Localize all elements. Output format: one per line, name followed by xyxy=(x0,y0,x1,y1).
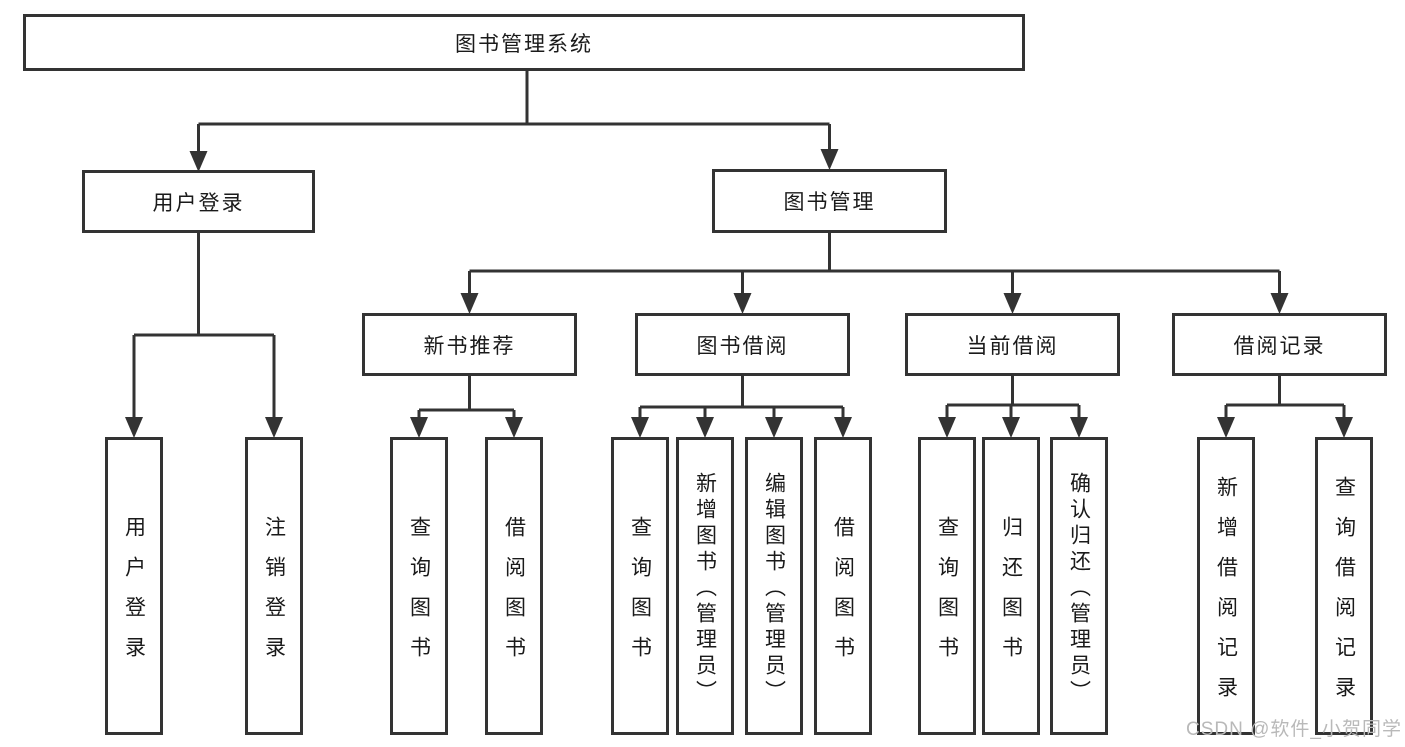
connector-book-mgmt xyxy=(468,231,1281,295)
leaf-user-login: 用户登录 xyxy=(105,437,163,735)
leaf-bb-borrow-books: 借阅图书 xyxy=(814,437,872,735)
node-book-borrow: 图书借阅 xyxy=(635,313,850,376)
leaf-br-query-record: 查询借阅记录 xyxy=(1315,437,1373,735)
leaf-cb-query-books-label: 查询图书 xyxy=(935,515,959,676)
leaf-bb-add-books-admin-label: 新增图书（管理员） xyxy=(693,471,717,706)
node-new-book-rec-label: 新书推荐 xyxy=(423,334,516,358)
leaf-logout-label: 注销登录 xyxy=(262,515,286,676)
leaf-cb-confirm-return-admin-label: 确认归还（管理员） xyxy=(1067,471,1091,706)
arrowheads xyxy=(125,149,1353,438)
leaf-bb-borrow-books-label: 借阅图书 xyxy=(831,515,855,676)
node-current-borrow: 当前借阅 xyxy=(905,313,1120,376)
connector-root xyxy=(197,69,831,153)
node-borrow-records-label: 借阅记录 xyxy=(1233,334,1326,358)
node-borrow-records: 借阅记录 xyxy=(1172,313,1387,376)
connector-book-borrow xyxy=(638,374,845,419)
leaf-cb-return-books-label: 归还图书 xyxy=(999,515,1023,676)
leaf-bb-query-books: 查询图书 xyxy=(611,437,669,735)
leaf-bb-query-books-label: 查询图书 xyxy=(628,515,652,676)
node-root-label: 图书管理系统 xyxy=(455,32,593,56)
leaf-bb-edit-books-admin-label: 编辑图书（管理员） xyxy=(762,471,786,706)
connector-current-borrow xyxy=(945,374,1081,419)
node-new-book-rec: 新书推荐 xyxy=(362,313,577,376)
csdn-watermark: CSDN @软件_小贺同学 xyxy=(1186,719,1402,740)
node-book-mgmt-label: 图书管理 xyxy=(783,191,876,214)
leaf-nbr-query-books-label: 查询图书 xyxy=(407,515,431,676)
leaf-logout: 注销登录 xyxy=(245,437,303,735)
node-book-mgmt: 图书管理 xyxy=(712,169,947,233)
leaf-br-add-record-label: 新增借阅记录 xyxy=(1214,475,1238,716)
connector-borrow-records xyxy=(1224,374,1346,419)
leaf-br-query-record-label: 查询借阅记录 xyxy=(1332,475,1356,716)
node-root: 图书管理系统 xyxy=(23,14,1025,71)
leaf-br-add-record: 新增借阅记录 xyxy=(1197,437,1255,735)
leaf-cb-return-books: 归还图书 xyxy=(982,437,1040,735)
leaf-bb-edit-books-admin: 编辑图书（管理员） xyxy=(745,437,803,735)
leaf-bb-add-books-admin: 新增图书（管理员） xyxy=(676,437,734,735)
leaf-nbr-borrow-books-label: 借阅图书 xyxy=(502,515,526,676)
node-user-login-label: 用户登录 xyxy=(152,191,245,215)
node-current-borrow-label: 当前借阅 xyxy=(966,334,1059,358)
connector-user-login xyxy=(132,231,276,419)
leaf-nbr-query-books: 查询图书 xyxy=(390,437,448,735)
leaf-cb-confirm-return-admin: 确认归还（管理员） xyxy=(1050,437,1108,735)
leaf-user-login-label: 用户登录 xyxy=(122,515,146,676)
node-book-borrow-label: 图书借阅 xyxy=(696,334,789,358)
leaf-cb-query-books: 查询图书 xyxy=(918,437,976,735)
leaf-nbr-borrow-books: 借阅图书 xyxy=(485,437,543,735)
node-user-login: 用户登录 xyxy=(82,170,315,233)
connector-new-book-rec xyxy=(417,374,516,419)
